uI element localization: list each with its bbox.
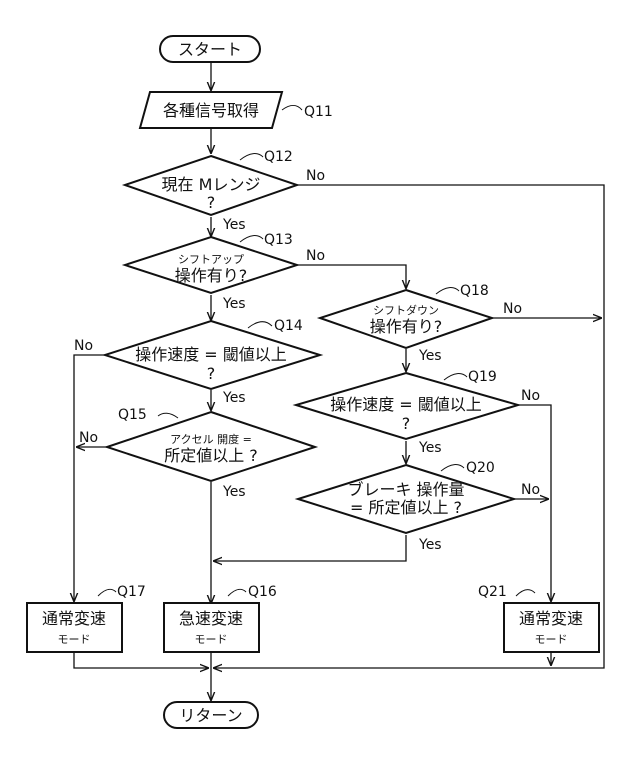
start-terminal: スタート bbox=[159, 35, 261, 63]
decision-q18-line2: 操作有り? bbox=[370, 317, 443, 336]
mode-q21-id: Q21 bbox=[478, 584, 507, 600]
process-q11-id: Q11 bbox=[304, 104, 333, 120]
start-label: スタート bbox=[178, 40, 242, 59]
decision-q13-line2: 操作有り? bbox=[175, 266, 248, 285]
process-q11: 各種信号取得 Q11 bbox=[138, 91, 333, 129]
branch-yes-q13: Yes bbox=[222, 296, 246, 312]
mode-q17-line2: モード bbox=[58, 633, 91, 646]
branch-no-q20: No bbox=[521, 482, 540, 498]
branch-labels: No Yes No Yes No Yes No Yes No Yes No Ye… bbox=[74, 168, 540, 553]
branch-no-q12: No bbox=[306, 168, 325, 184]
decision-q14: 操作速度 = 閾値以上 ? Q14 bbox=[101, 318, 324, 391]
decision-q15-line1: アクセル 開度 = bbox=[170, 432, 252, 446]
decision-q18: シフトダウン 操作有り? Q18 bbox=[316, 283, 496, 350]
branch-yes-q20: Yes bbox=[418, 537, 442, 553]
branch-no-q13: No bbox=[306, 248, 325, 264]
branch-no-q14: No bbox=[74, 338, 93, 354]
branch-no-q19: No bbox=[521, 388, 540, 404]
decision-q20-id: Q20 bbox=[466, 460, 495, 476]
end-label: リターン bbox=[179, 706, 242, 725]
mode-q17: 通常変速 モード Q17 bbox=[26, 584, 146, 653]
decision-q19: 操作速度 = 閾値以上 ? Q19 bbox=[292, 369, 522, 441]
decision-q14-id: Q14 bbox=[274, 318, 303, 334]
mode-q16-line1: 急速変速 bbox=[179, 609, 243, 628]
decision-q13-line1: シフトアップ bbox=[178, 253, 244, 266]
mode-q16-line2: モード bbox=[195, 633, 228, 646]
branch-yes-q12: Yes bbox=[222, 217, 246, 233]
branch-yes-q15: Yes bbox=[222, 484, 246, 500]
decision-q12-line2: ? bbox=[207, 193, 216, 212]
branch-yes-q18: Yes bbox=[418, 348, 442, 364]
end-terminal: リターン bbox=[163, 701, 259, 729]
mode-q21: 通常変速 モード Q21 bbox=[478, 584, 600, 653]
decision-q14-line2: ? bbox=[207, 364, 216, 383]
decision-q12-id: Q12 bbox=[264, 149, 293, 165]
decision-q13: シフトアップ 操作有り? Q13 bbox=[121, 232, 301, 295]
branch-yes-q19: Yes bbox=[418, 440, 442, 456]
mode-q17-id: Q17 bbox=[117, 584, 146, 600]
decision-q19-line1: 操作速度 = 閾値以上 bbox=[330, 395, 482, 414]
decision-q20: ブレーキ 操作量 = 所定値以上 ? Q20 bbox=[294, 460, 518, 535]
decision-q15: アクセル 開度 = 所定値以上 ? Q15 bbox=[103, 407, 319, 483]
decision-q20-line2: = 所定値以上 ? bbox=[350, 498, 462, 517]
branch-yes-q14: Yes bbox=[222, 390, 246, 406]
mode-q21-line1: 通常変速 bbox=[519, 609, 583, 628]
mode-q17-line1: 通常変速 bbox=[42, 609, 106, 628]
branch-no-q15: No bbox=[79, 430, 98, 446]
decision-q13-id: Q13 bbox=[264, 232, 293, 248]
decision-q18-id: Q18 bbox=[460, 283, 489, 299]
branch-no-q18: No bbox=[503, 301, 522, 317]
decision-q19-line2: ? bbox=[402, 414, 411, 433]
decision-q14-line1: 操作速度 = 閾値以上 bbox=[135, 345, 287, 364]
decision-q20-line1: ブレーキ 操作量 bbox=[347, 480, 464, 499]
mode-q16-id: Q16 bbox=[248, 584, 277, 600]
decision-q12-line1: 現在 Mレンジ bbox=[162, 175, 261, 194]
decision-q18-line1: シフトダウン bbox=[373, 303, 439, 317]
mode-q16: 急速変速 モード Q16 bbox=[163, 584, 277, 653]
decision-q15-line2: 所定値以上 ? bbox=[164, 446, 258, 465]
decision-q12: 現在 Mレンジ ? Q12 bbox=[121, 149, 301, 217]
connector-lines bbox=[74, 62, 605, 700]
decision-q19-id: Q19 bbox=[468, 369, 497, 385]
process-q11-label: 各種信号取得 bbox=[163, 101, 259, 120]
mode-q21-line2: モード bbox=[535, 633, 568, 646]
decision-q15-id: Q15 bbox=[118, 407, 147, 423]
